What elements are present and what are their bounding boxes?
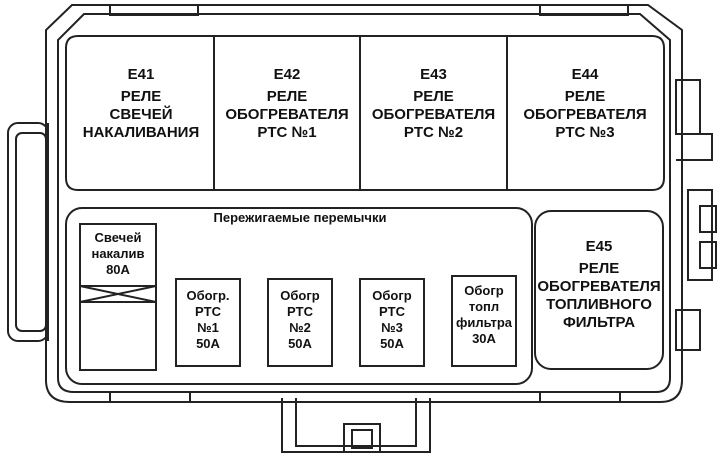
- fuse-ptc2-body: [267, 278, 333, 367]
- left-latch: [7, 122, 49, 342]
- top-tab-right: [539, 4, 629, 16]
- fuse-panel-outline: [65, 207, 533, 385]
- fuse-filter-body: [451, 275, 517, 367]
- fuse-panel-title: Пережигаемые перемычки: [213, 210, 387, 225]
- relay-name: РЕЛЕ ОБОГРЕВАТЕЛЯ PTC №3: [523, 88, 647, 141]
- relay-code: E44: [571, 66, 599, 83]
- relay-row-outline: [65, 35, 665, 191]
- relay-code: E42: [273, 66, 301, 83]
- relay-name: РЕЛЕ СВЕЧЕЙ НАКАЛИВАНИЯ: [82, 88, 200, 141]
- relay-name: РЕЛЕ ОБОГРЕВАТЕЛЯ PTC №1: [225, 88, 349, 141]
- bottom-foot-right: [539, 391, 621, 403]
- fuse-ptc3-label: Обогр PTC №3 50А: [372, 288, 412, 351]
- relay-e45: E45 РЕЛЕ ОБОГРЕВАТЕЛЯ ТОПЛИВНОГО ФИЛЬТРА: [535, 238, 663, 332]
- fuse-glow-80a-label: Свечей накалив 80А: [91, 230, 145, 277]
- relay-e45-outline: [534, 210, 664, 370]
- top-tab-left: [109, 4, 199, 16]
- relay-code: E41: [127, 66, 155, 83]
- fuse-ptc3-body: [359, 278, 425, 367]
- fuse-ptc1-body: [175, 278, 241, 367]
- relay-e41: E41 РЕЛЕ СВЕЧЕЙ НАКАЛИВАНИЯ: [68, 66, 214, 142]
- housing-inner: [57, 13, 671, 393]
- relay-e44: E44 РЕЛЕ ОБОГРЕВАТЕЛЯ PTC №3: [507, 66, 663, 142]
- relay-code: E43: [420, 66, 447, 83]
- housing-outer: [45, 4, 683, 403]
- relay-e43: E43 РЕЛЕ ОБОГРЕВАТЕЛЯ PTC №2: [360, 66, 507, 142]
- fuse-fuel-filter-label: Обогр топл фильтра 30А: [455, 283, 512, 346]
- fuse-80a-body: [79, 223, 157, 371]
- bottom-connector: [281, 398, 431, 453]
- right-clips: [675, 79, 717, 351]
- relay-code: E45: [585, 238, 613, 255]
- relay-name: РЕЛЕ ОБОГРЕВАТЕЛЯ PTC №2: [371, 88, 496, 141]
- relay-name: РЕЛЕ ОБОГРЕВАТЕЛЯ ТОПЛИВНОГО ФИЛЬТРА: [537, 260, 661, 331]
- fuse-ptc2-label: Обогр PTC №2 50А: [280, 288, 320, 351]
- fuse-ptc1-label: Обогр. PTC №1 50А: [186, 288, 230, 351]
- bottom-foot-left: [109, 391, 191, 403]
- relay-e42: E42 РЕЛЕ ОБОГРЕВАТЕЛЯ PTC №1: [214, 66, 360, 142]
